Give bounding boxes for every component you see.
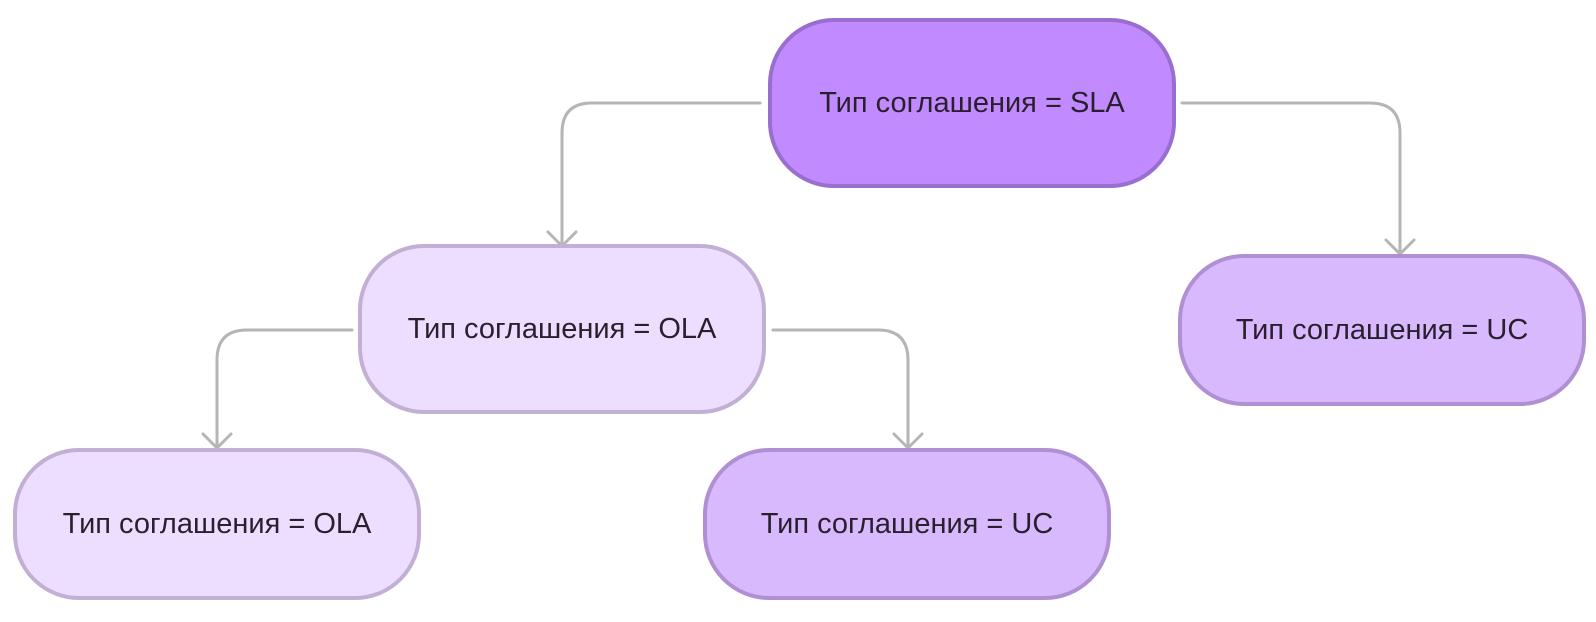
- edge-root-to-left: [546, 101, 762, 248]
- edge-left-to-left-left: [201, 328, 354, 450]
- node-ola-label: Тип соглашения = OLA: [407, 312, 717, 345]
- node-uc-child: Тип соглашения = UC: [703, 448, 1111, 600]
- node-root-sla: Тип соглашения = SLA: [768, 18, 1176, 188]
- node-ola-child-label: Тип соглашения = OLA: [62, 507, 372, 540]
- node-uc-child-label: Тип соглашения = UC: [760, 507, 1054, 540]
- node-ola: Тип соглашения = OLA: [358, 244, 766, 414]
- node-ola-child: Тип соглашения = OLA: [13, 448, 421, 600]
- node-uc: Тип соглашения = UC: [1178, 254, 1586, 406]
- node-root-label: Тип соглашения = SLA: [819, 86, 1125, 119]
- edge-left-to-left-right: [771, 328, 924, 450]
- edge-root-to-right: [1180, 101, 1416, 256]
- node-uc-label: Тип соглашения = UC: [1235, 313, 1529, 346]
